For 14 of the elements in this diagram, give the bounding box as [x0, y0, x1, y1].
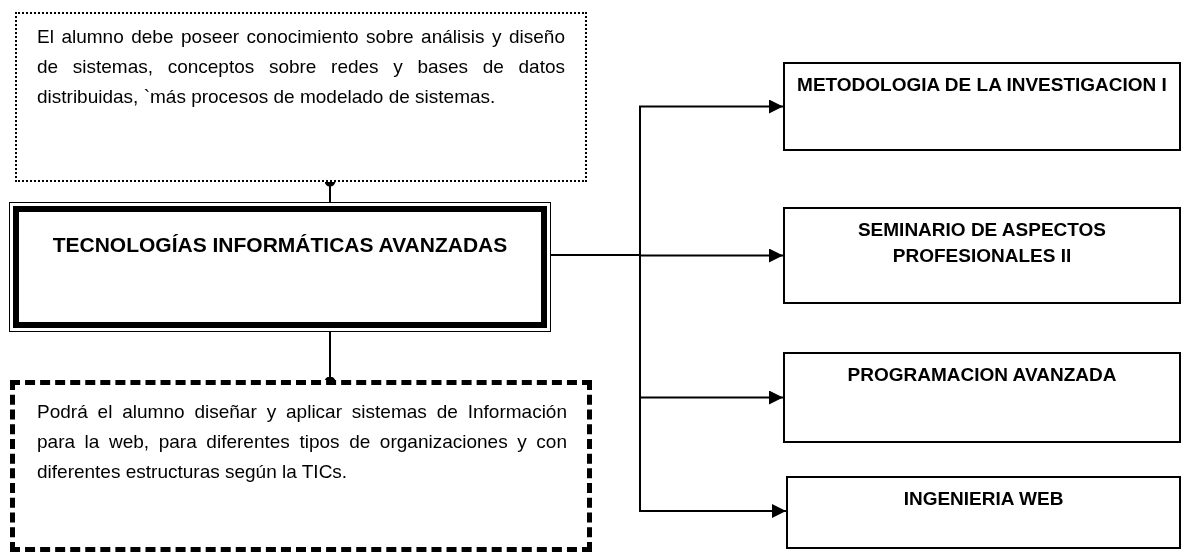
course-box — [783, 352, 1181, 443]
course-box — [783, 62, 1181, 151]
course-title: PROGRAMACION AVANZADA — [847, 363, 1117, 387]
note-box — [15, 12, 587, 182]
course-title: INGENIERIA WEB — [903, 487, 1064, 511]
course-box — [786, 476, 1181, 549]
course-title: METODOLOGIA DE LA INVESTIGACION I — [797, 73, 1167, 97]
course-title: SEMINARIO DE ASPECTOS PROFESIONALES II — [856, 218, 1108, 268]
course-box — [783, 207, 1181, 304]
course-title: TECNOLOGÍAS INFORMÁTICAS AVANZADAS — [52, 232, 508, 258]
note-box — [10, 380, 592, 552]
note-text: Podrá el alumno diseñar y aplicar sistemas de Información para la web, para diferentes tipos de organizaciones y con diferentes estructuras según la TICs. — [37, 400, 567, 484]
course-box — [9, 202, 551, 332]
note-text: El alumno debe poseer conocimiento sobre análisis y diseño de sistemas, conceptos sobre redes y bases de datos distribuidas, `más procesos de modelado de sistemas. — [37, 25, 565, 109]
